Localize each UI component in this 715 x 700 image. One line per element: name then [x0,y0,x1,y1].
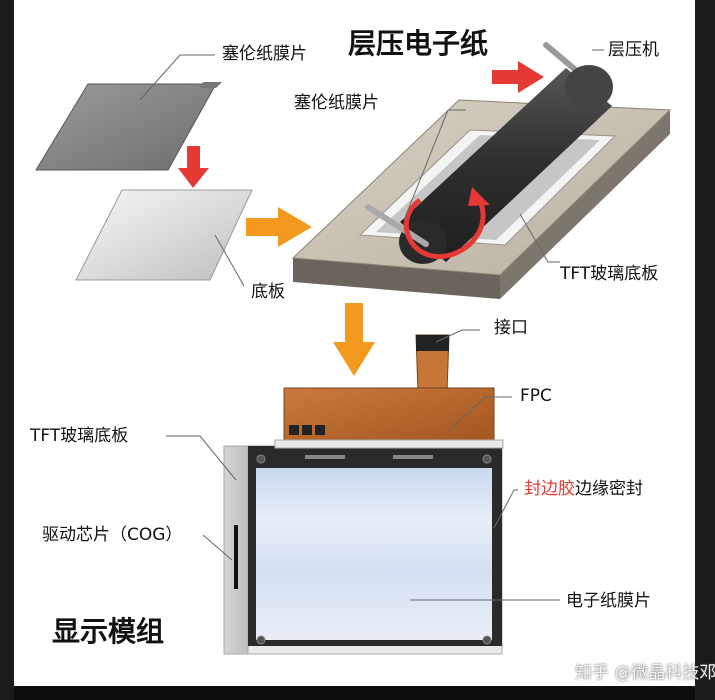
label-substrate: 底板 [251,282,285,302]
sealant-film-sheet [35,82,222,171]
fpc-board [274,334,504,449]
watermark: 知乎 @微晶科技邓 [575,663,715,683]
substrate-sheet [75,189,253,281]
down-arrow-orange [333,303,375,376]
top-title: 层压电子纸 [348,27,489,60]
display-module [223,445,503,655]
leader-lines [139,49,604,601]
label-sealant-film-top: 塞伦纸膜片 [222,44,307,64]
laminator-direction-arrow [492,61,544,93]
label-edge-seal: 封边胶边缘密封 [524,481,643,498]
label-tft-glass-top: TFT玻璃底板 [560,264,659,284]
label-sealant-film-mid: 塞伦纸膜片 [294,93,379,113]
rotation-arrow [403,187,490,259]
bottom-strip [14,686,695,700]
label-driver-chip: 驱动芯片（COG） [42,525,183,545]
label-fpc: FPC [520,386,552,406]
right-arrow-orange [246,207,312,247]
label-connector: 接口 [494,318,528,338]
roller [365,42,613,264]
label-epaper-film: 电子纸膜片 [566,591,651,611]
edge-seal-rest: 边缘密封 [575,479,643,499]
down-arrow-red [178,146,209,188]
edge-seal-highlight: 封边胶 [524,479,575,499]
label-laminator: 层压机 [608,40,659,60]
label-tft-glass-left: TFT玻璃底板 [30,426,129,446]
bottom-title: 显示模组 [52,615,165,648]
